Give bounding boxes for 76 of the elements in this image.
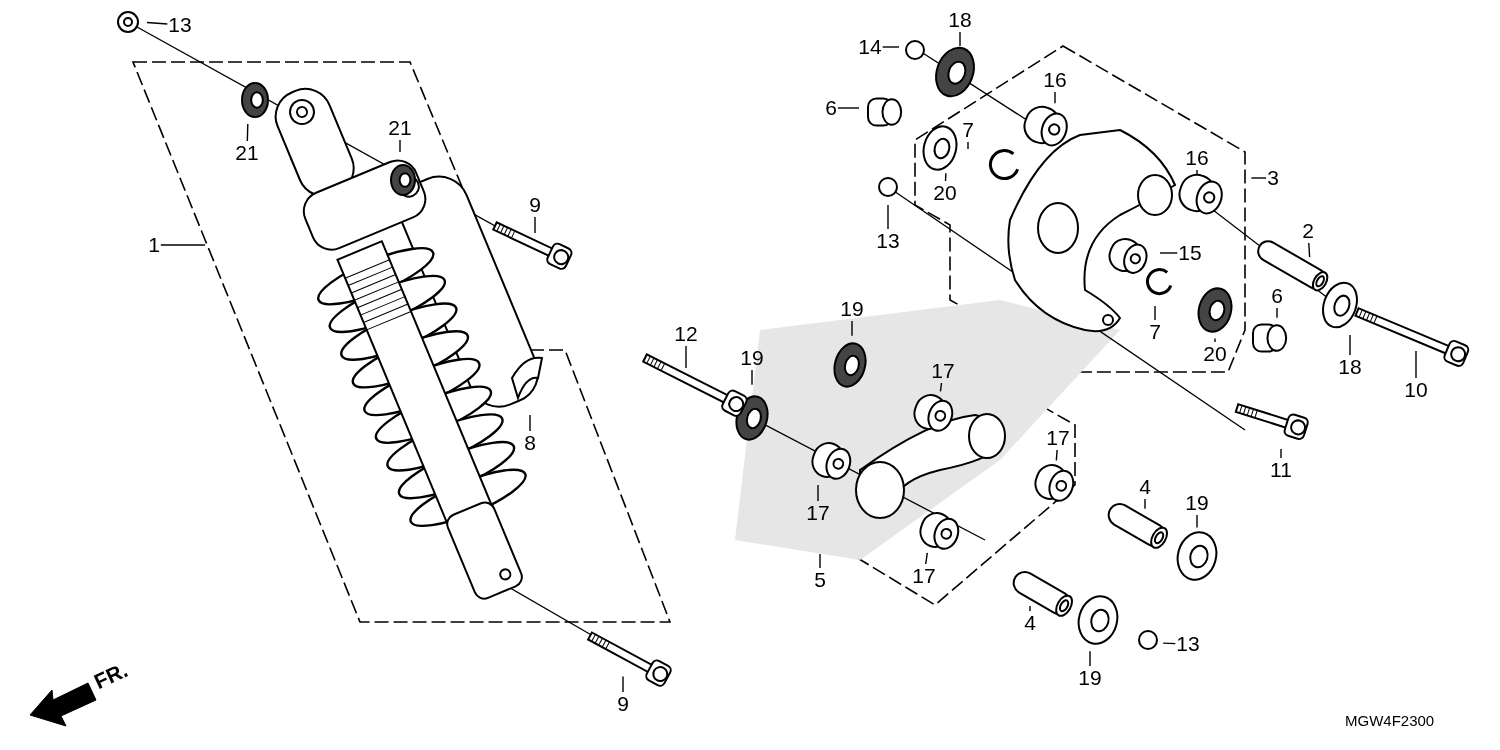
callout-number: 17 <box>931 360 955 382</box>
leader-line <box>751 369 753 386</box>
leader-line <box>881 46 900 48</box>
callout-number: 19 <box>1078 667 1102 689</box>
direction-label: FR. <box>90 658 132 694</box>
callout-number: 17 <box>806 502 830 524</box>
leader-line <box>851 320 853 337</box>
callout-number: 2 <box>1302 220 1314 242</box>
callout-number: 5 <box>814 569 826 591</box>
leader-line <box>1415 350 1417 379</box>
leader-line <box>1250 177 1267 179</box>
leader-line <box>1349 334 1351 356</box>
leader-line <box>944 172 947 182</box>
leader-line <box>1089 650 1091 667</box>
callout-number: 6 <box>825 97 837 119</box>
callout-number: 7 <box>962 119 974 141</box>
leader-line <box>1308 242 1311 258</box>
leader-line <box>967 141 969 150</box>
leader-line <box>1214 337 1216 343</box>
callout-number: 6 <box>1271 285 1283 307</box>
callout-number: 15 <box>1178 242 1202 264</box>
callout-number: 3 <box>1267 167 1279 189</box>
callout-number: 7 <box>1149 321 1161 343</box>
callout-number: 13 <box>1176 633 1200 655</box>
leader-line <box>1159 252 1178 254</box>
callout-number: 9 <box>529 194 541 216</box>
callout-number: 4 <box>1139 476 1151 498</box>
callout-number: 20 <box>1203 343 1227 365</box>
leader-line <box>529 414 531 432</box>
leader-line <box>399 139 401 153</box>
leader-line <box>819 553 821 569</box>
callout-number: 1 <box>148 234 160 256</box>
leader-line <box>1029 605 1031 612</box>
callout-number: 10 <box>1404 379 1428 401</box>
leader-line <box>146 21 168 25</box>
leader-line <box>1054 91 1056 104</box>
callout-number: 12 <box>674 323 698 345</box>
callout-number: 9 <box>617 693 629 715</box>
leader-line <box>1162 642 1176 645</box>
leader-line <box>1196 169 1198 176</box>
diagram-code: MGW4F2300 <box>1345 712 1435 729</box>
leader-line <box>1280 448 1282 459</box>
callout-number: 18 <box>948 9 972 31</box>
callout-number: 19 <box>840 298 864 320</box>
leader-line <box>1144 498 1146 510</box>
callout-number: 14 <box>858 36 882 58</box>
callout-number: 19 <box>1185 492 1209 514</box>
callout-number: 16 <box>1185 147 1209 169</box>
callout-number: 17 <box>912 565 936 587</box>
callout-number: 16 <box>1043 69 1067 91</box>
callout-number: 8 <box>524 432 536 454</box>
leader-line <box>887 204 889 230</box>
leader-line <box>817 484 819 502</box>
callout-number: 21 <box>388 117 412 139</box>
leader-line <box>925 552 928 565</box>
leader-line <box>534 216 536 234</box>
callout-number: 4 <box>1024 612 1036 634</box>
leader-line <box>685 345 687 369</box>
leader-line <box>1154 305 1156 321</box>
callout-number: 21 <box>235 142 259 164</box>
leader-line <box>1276 307 1278 319</box>
leader-line <box>246 123 249 142</box>
leader-line <box>1196 514 1198 529</box>
leader-line <box>939 382 943 393</box>
leader-line <box>1055 449 1058 462</box>
callout-number: 11 <box>1270 459 1292 481</box>
callout-number: 18 <box>1338 356 1362 378</box>
callout-number: 20 <box>933 182 957 204</box>
leader-line <box>160 244 206 246</box>
leader-line <box>837 107 860 109</box>
callout-number: 19 <box>740 347 764 369</box>
leader-line <box>959 31 961 47</box>
callout-number: 13 <box>876 230 900 252</box>
callout-number: 13 <box>168 14 192 36</box>
leader-line <box>622 675 624 693</box>
callout-number: 17 <box>1046 427 1070 449</box>
